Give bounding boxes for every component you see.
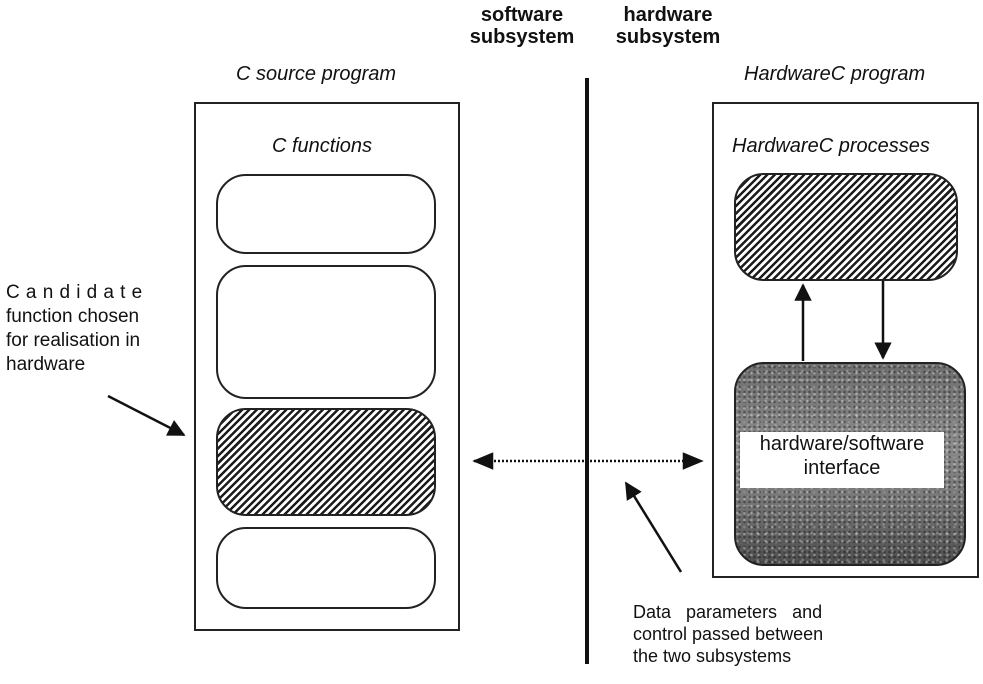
data-note-arrow [624,481,683,573]
hardware-software-interface-label: hardware/software interface [740,432,944,488]
data-note-line-2: control passed between [633,624,824,644]
data-note-line-1: Data parameters and [633,602,823,622]
data-parameters-note: Data parameters and control passed betwe… [633,601,823,667]
candidate-note-line-1: Candidate [6,282,149,303]
c-function-block-2 [216,265,436,399]
c-function-block-1 [216,174,436,254]
software-subsystem-header: software subsystem [469,4,575,48]
candidate-note-line-3: for realisation in [6,330,141,351]
c-source-program-label: C source program [236,63,397,85]
candidate-function-block [216,408,436,516]
c-functions-label: C functions [272,135,373,157]
data-note-line-3: the two subsystems [633,646,792,666]
hardwarec-process-block [734,173,958,281]
hardwarec-program-label: HardwareC program [744,63,926,85]
candidate-note-line-4: hardware [6,354,86,375]
hardwarec-processes-label: HardwareC processes [732,135,930,157]
candidate-note-line-2: function chosen [6,306,140,327]
candidate-arrow [107,394,186,437]
c-function-block-4 [216,527,436,609]
hardware-subsystem-header: hardware subsystem [615,4,721,48]
candidate-function-note: Candidate function chosen for realisatio… [6,281,148,377]
